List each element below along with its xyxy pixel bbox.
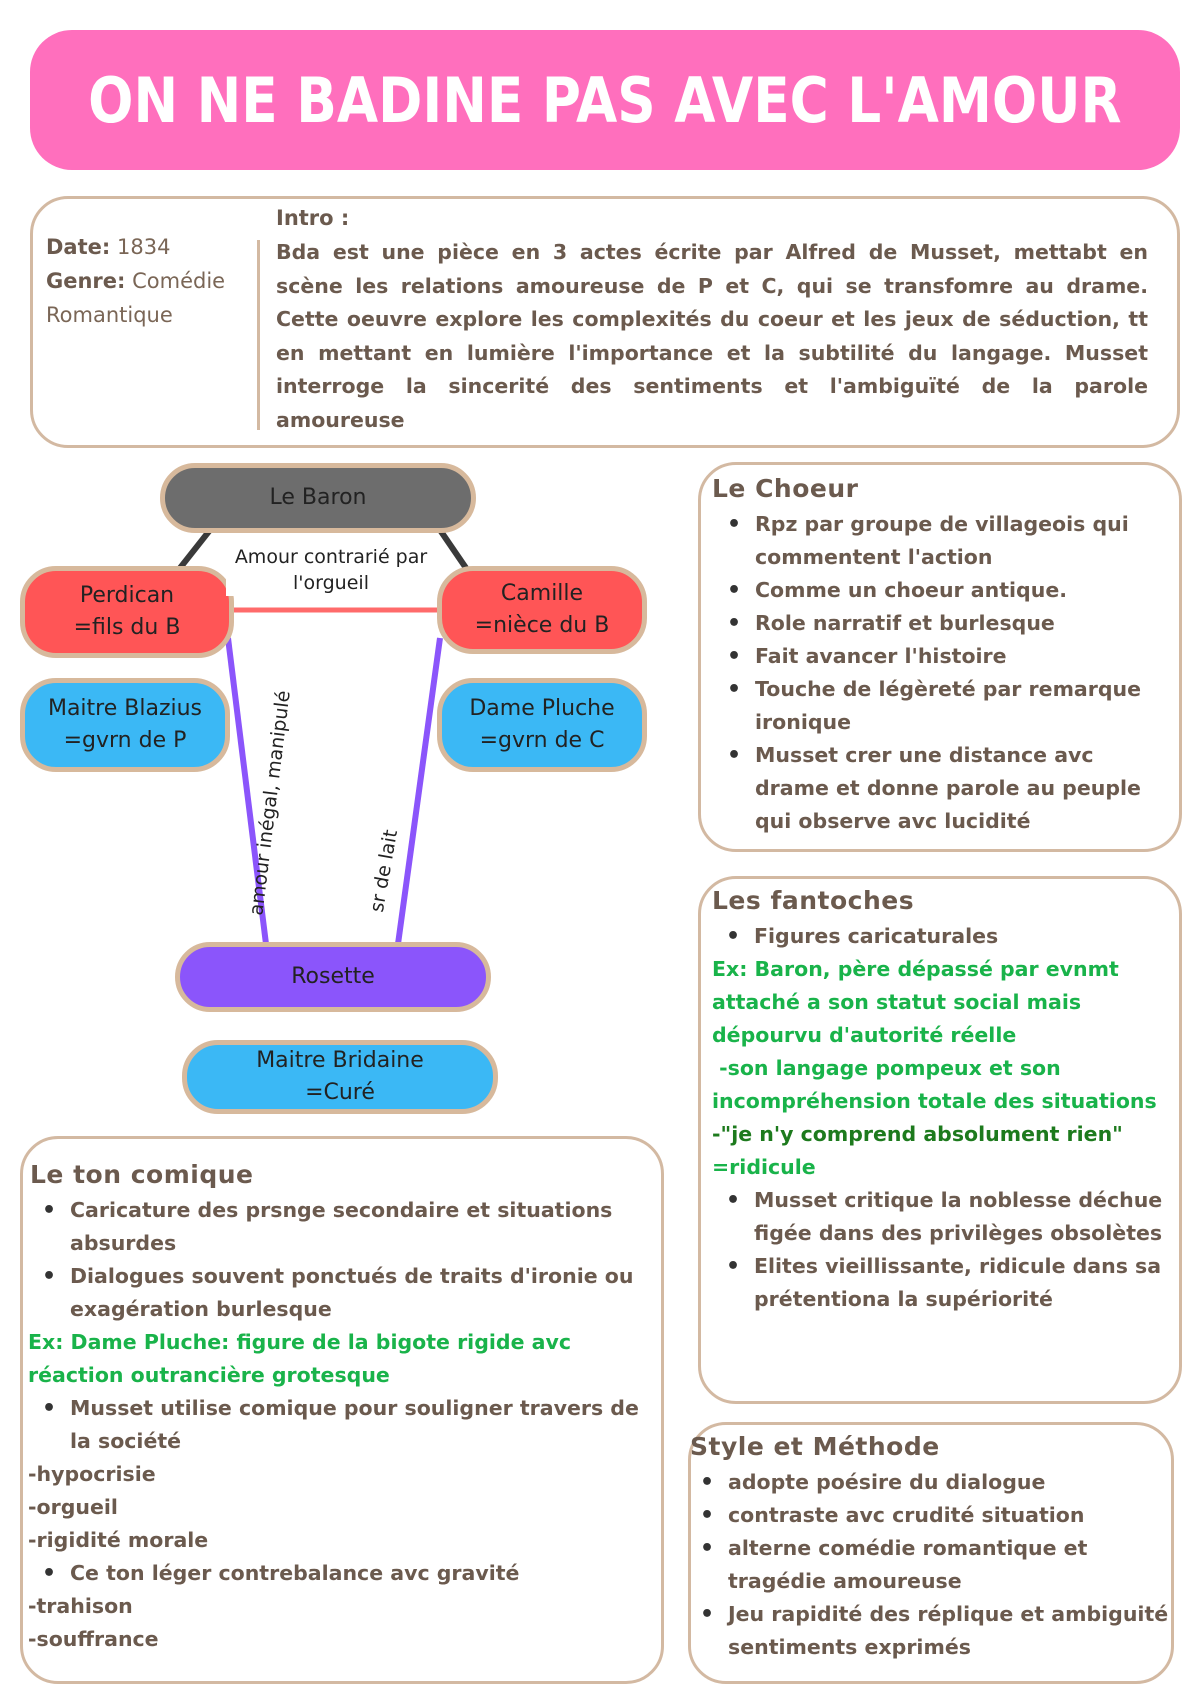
ton-dash-item: -souffrance — [28, 1627, 159, 1651]
fantoches-example-2: -son langage pompeux et son incompréhens… — [712, 1056, 1157, 1113]
list-item: Caricature des prsnge secondaire et situ… — [42, 1194, 654, 1260]
fantoches-body: Figures caricaturales Ex: Baron, père dé… — [712, 920, 1172, 1316]
title-banner: ON NE BADINE PAS AVEC L'AMOUR — [30, 30, 1180, 170]
style-list: adopte poésire du dialogue contraste avc… — [686, 1466, 1180, 1664]
node-bridaine: Maitre Bridaine=Curé — [182, 1040, 498, 1114]
list-item: Musset crer une distance avc drame et do… — [727, 739, 1167, 838]
list-item: Figures caricaturales — [726, 920, 1172, 953]
info-box — [30, 196, 1180, 448]
ton-dash-item: -hypocrisie — [28, 1462, 156, 1486]
genre-line: Genre: Comédie — [46, 269, 226, 293]
node-pluche: Dame Pluche=gvrn de C — [437, 678, 647, 772]
ton-body: Caricature des prsnge secondaire et situ… — [28, 1194, 654, 1656]
node-perdican: Perdican=fils du B — [20, 566, 234, 658]
ton-list-3: Ce ton léger contrebalance avc gravité — [28, 1557, 654, 1590]
node-blazius: Maitre Blazius=gvrn de P — [20, 678, 230, 772]
list-item: Jeu rapidité des réplique et ambiguité s… — [700, 1598, 1180, 1664]
connector-baron-perdican — [177, 528, 213, 570]
connector-perdican-rosette — [225, 637, 269, 945]
fantoches-ridicule: =ridicule — [712, 1155, 816, 1179]
style-title: Style et Méthode — [690, 1432, 940, 1461]
list-item: Musset critique la noblesse déchue figée… — [726, 1184, 1172, 1250]
info-meta: Date: 1834 Genre: Comédie Romantique — [46, 230, 246, 332]
choeur-title: Le Choeur — [712, 474, 859, 503]
node-baron: Le Baron — [160, 463, 476, 533]
list-item: contraste avc crudité situation — [700, 1499, 1180, 1532]
ton-dash-item: -orgueil — [28, 1495, 118, 1519]
list-item: Elites vieillissante, ridicule dans sa p… — [726, 1250, 1172, 1316]
fantoches-quote: -"je n'y comprend absolument rien" — [712, 1122, 1123, 1146]
ton-list-2: Musset utilise comique pour souligner tr… — [28, 1392, 654, 1458]
list-item: Rpz par groupe de villageois qui comment… — [727, 508, 1167, 574]
choeur-list: Rpz par groupe de villageois qui comment… — [713, 508, 1167, 838]
list-item: alterne comédie romantique et tragédie a… — [700, 1532, 1180, 1598]
list-item: adopte poésire du dialogue — [700, 1466, 1180, 1499]
intro-text: Bda est une pièce en 3 actes écrite par … — [276, 240, 1148, 432]
fantoches-title: Les fantoches — [712, 886, 915, 915]
character-diagram-lines — [177, 528, 469, 945]
fantoches-list-2: Musset critique la noblesse déchue figée… — [712, 1184, 1172, 1316]
ton-dash-item: -rigidité morale — [28, 1528, 209, 1552]
ton-list-1: Caricature des prsnge secondaire et situ… — [28, 1194, 654, 1326]
node-rosette: Rosette — [175, 942, 491, 1012]
list-item: Ce ton léger contrebalance avc gravité — [42, 1557, 654, 1590]
node-camille: Camille=nièce du B — [437, 566, 647, 654]
date-value: 1834 — [116, 235, 171, 259]
list-item: Fait avancer l'histoire — [727, 640, 1167, 673]
date-line: Date: 1834 — [46, 235, 171, 259]
genre-value: Comédie — [132, 269, 226, 293]
connector-camille-rosette — [395, 637, 443, 945]
intro-label: Intro : — [276, 206, 350, 230]
section-fantoches — [698, 876, 1182, 1404]
page-title: ON NE BADINE PAS AVEC L'AMOUR — [88, 63, 1122, 137]
genre-line-2: Romantique — [46, 303, 173, 327]
list-item: Comme un choeur antique. — [727, 574, 1167, 607]
list-item: Touche de légèreté par remarque ironique — [727, 673, 1167, 739]
list-item: Role narratif et burlesque — [727, 607, 1167, 640]
info-separator — [257, 240, 260, 430]
fantoches-example: Ex: Baron, père dépassé par evnmt attach… — [712, 957, 1119, 1047]
connector-baron-camille — [437, 528, 469, 570]
list-item: Dialogues souvent ponctués de traits d'i… — [42, 1260, 654, 1326]
ton-title: Le ton comique — [30, 1160, 254, 1189]
ton-dash-item: -trahison — [28, 1594, 133, 1618]
list-item: Musset utilise comique pour souligner tr… — [42, 1392, 654, 1458]
ton-example: Ex: Dame Pluche: figure de la bigote rig… — [28, 1330, 571, 1387]
fantoches-list-1: Figures caricaturales — [712, 920, 1172, 953]
